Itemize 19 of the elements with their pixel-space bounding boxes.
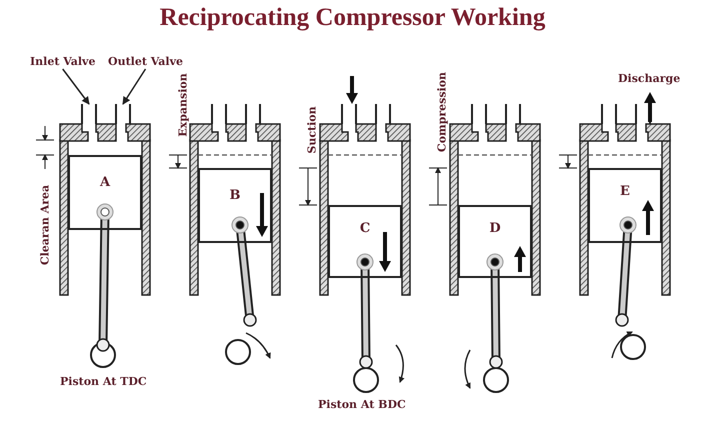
flow-label: Discharge (618, 72, 680, 85)
piston: E (588, 168, 662, 243)
vertical-label: Suction (306, 106, 318, 154)
vertical-label: Expansion (176, 73, 190, 137)
position-caption: Piston At TDC (60, 375, 147, 388)
part-label: Outlet Valve (108, 55, 183, 68)
valve-drawing (81, 104, 97, 124)
valve-drawing (115, 104, 131, 124)
vertical-label: Compression (436, 72, 448, 152)
position-caption: Piston At BDC (318, 398, 406, 411)
piston: B (198, 168, 272, 243)
vertical-label: Clearan Area (38, 184, 52, 266)
leader-line (122, 68, 146, 105)
leader-line (62, 68, 90, 105)
piston: C (328, 205, 402, 278)
part-label: Inlet Valve (30, 55, 96, 68)
piston: A (68, 155, 142, 230)
piston: D (458, 205, 532, 278)
title: Reciprocating Compressor Working (158, 4, 546, 32)
